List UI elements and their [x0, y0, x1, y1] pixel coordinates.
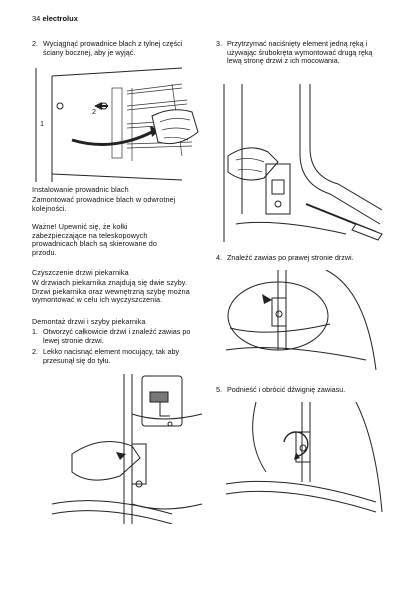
install-runners-heading: Instalowanie prowadnic blach	[32, 185, 129, 194]
step-5-rotate-lever: 5. Podnieść i obrócić dźwignię zawiasu.	[216, 385, 388, 398]
screwdriver-door-removal-illustration	[216, 84, 386, 242]
step-text: Podnieść i obrócić dźwignię zawiasu.	[227, 385, 346, 394]
install-runners-text: Zamontować prowadnice blach w odwrotnej …	[32, 195, 176, 213]
step-number: 4.	[216, 253, 222, 262]
step-number: 2.	[32, 39, 38, 48]
removal-heading: Demontaż drzwi i szyby piekarnika	[32, 317, 146, 326]
step-text: Wyciągnąć prowadnice blach z tylnej częś…	[43, 39, 183, 57]
step-number: 5.	[216, 385, 222, 394]
important-note: Ważne! Upewnić się, że kołki zabezpiecza…	[32, 222, 157, 257]
hinge-lever-rotation-illustration	[216, 402, 386, 524]
cleaning-text: W drzwiach piekarnika znajdują się dwie …	[32, 278, 190, 305]
right-hinge-illustration	[216, 270, 386, 380]
removal-step-1: 1. Otworzyć całkowicie drzwi i znaleźć z…	[32, 327, 202, 346]
step-text: Lekko nacisnąć element mocujący, tak aby…	[43, 347, 180, 365]
page-header: 34 electrolux	[32, 14, 78, 23]
step-number: 2.	[32, 347, 38, 356]
cleaning-heading: Czyszczenie drzwi piekarnika	[32, 268, 129, 277]
removal-step-2: 2. Lekko nacisnąć element mocujący, tak …	[32, 347, 202, 366]
step-4-right-hinge: 4. Znaleźć zawias po prawej stronie drzw…	[216, 253, 388, 266]
shelf-runner-removal-illustration	[32, 66, 204, 182]
step-text: Znaleźć zawias po prawej stronie drzwi.	[227, 253, 354, 262]
page-number: 34	[32, 14, 41, 23]
step-text: Otworzyć całkowicie drzwi i znaleźć zawi…	[43, 327, 191, 345]
figure-label-1: 1	[40, 119, 45, 128]
door-hinge-press-illustration	[32, 374, 204, 524]
brand-name: electrolux	[42, 14, 78, 23]
step-3-unmount-door: 3. Przytrzymać naciśnięty element jedną …	[216, 39, 386, 80]
step-2-remove-runners: 2. Wyciągnąć prowadnice blach z tylnej c…	[32, 39, 202, 60]
step-number: 1.	[32, 327, 38, 336]
figure-label-2: 2	[92, 107, 97, 116]
step-text: Przytrzymać naciśnięty element jedną ręk…	[227, 39, 373, 66]
step-number: 3.	[216, 39, 222, 48]
